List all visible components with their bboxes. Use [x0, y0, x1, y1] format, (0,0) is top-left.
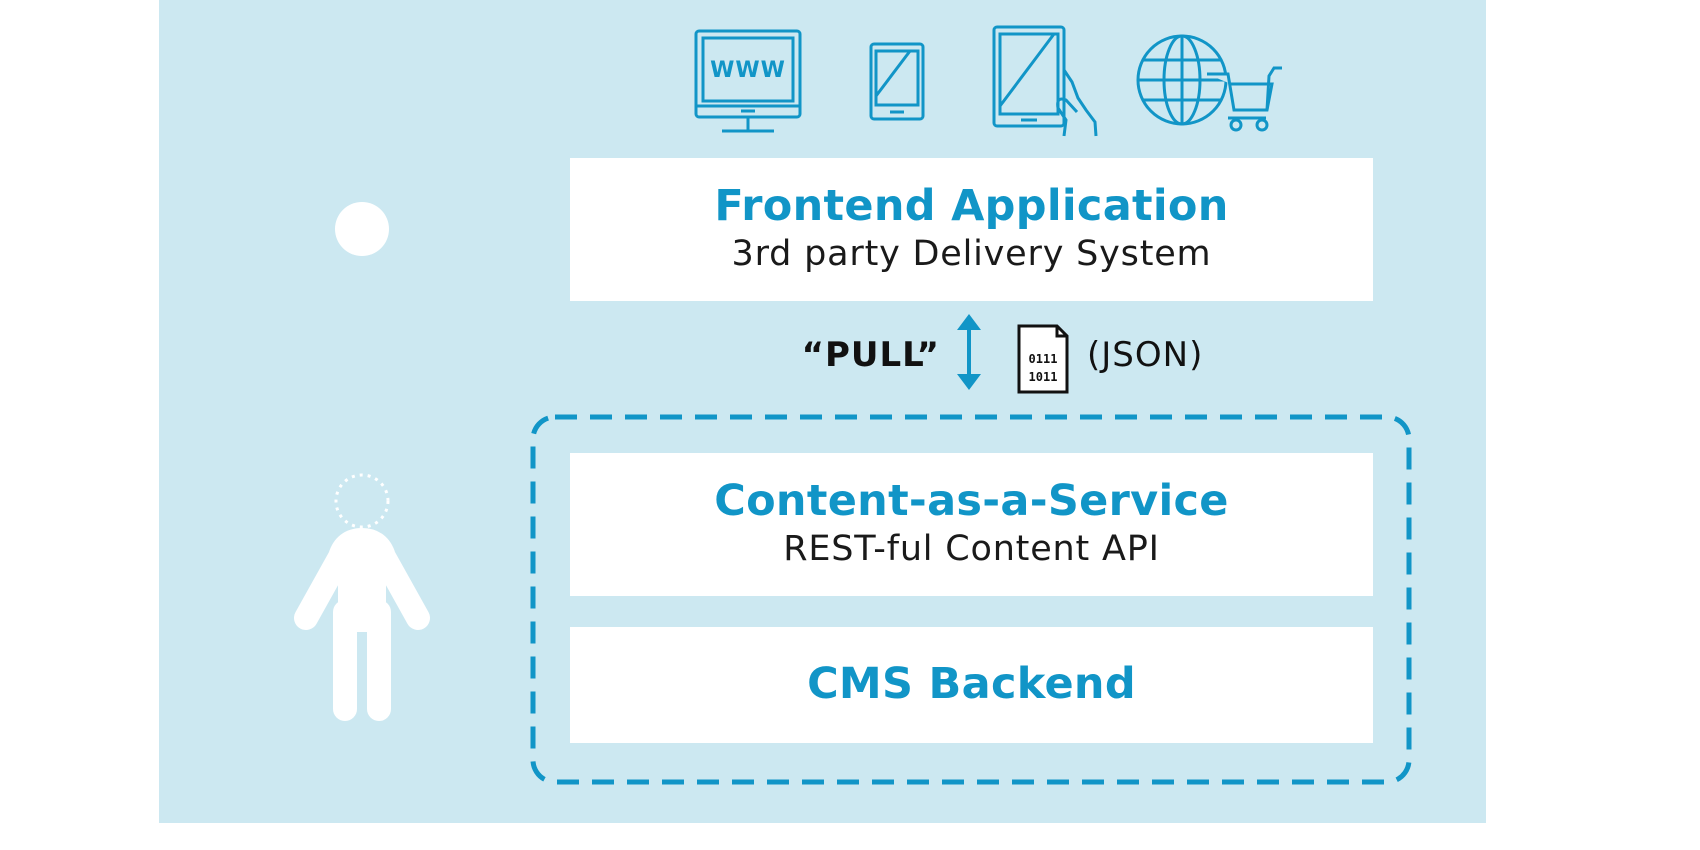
caas-title: Content-as-a-Service [714, 475, 1229, 526]
cms-backend-box: CMS Backend [570, 627, 1373, 743]
backend-boundary-dashed [530, 414, 1412, 785]
frontend-title: Frontend Application [714, 180, 1229, 231]
desktop-monitor-icon: WWW [694, 29, 802, 133]
head-dot-icon [335, 202, 389, 256]
pull-double-arrow-icon [957, 314, 981, 390]
smartphone-icon [869, 42, 925, 121]
caas-subtitle: REST-ful Content API [783, 529, 1160, 570]
person-dotted-head-icon [334, 473, 390, 529]
content-as-a-service-box: Content-as-a-Service REST-ful Content AP… [570, 453, 1373, 596]
json-document-icon: 0111 1011 [1017, 324, 1069, 394]
globe-shopping-cart-icon [1136, 34, 1282, 132]
person-icon [294, 473, 430, 721]
tablet-in-hand-icon [992, 25, 1098, 137]
frontend-subtitle: 3rd party Delivery System [731, 234, 1212, 275]
monitor-www-text: WWW [710, 58, 786, 83]
pull-label: “PULL” [801, 335, 940, 375]
json-format-label: (JSON) [1087, 335, 1204, 375]
cms-title: CMS Backend [807, 659, 1136, 710]
doc-binary-line-2: 1011 [1029, 370, 1058, 384]
frontend-application-box: Frontend Application 3rd party Delivery … [570, 158, 1373, 301]
doc-binary-line-1: 0111 [1029, 352, 1058, 366]
